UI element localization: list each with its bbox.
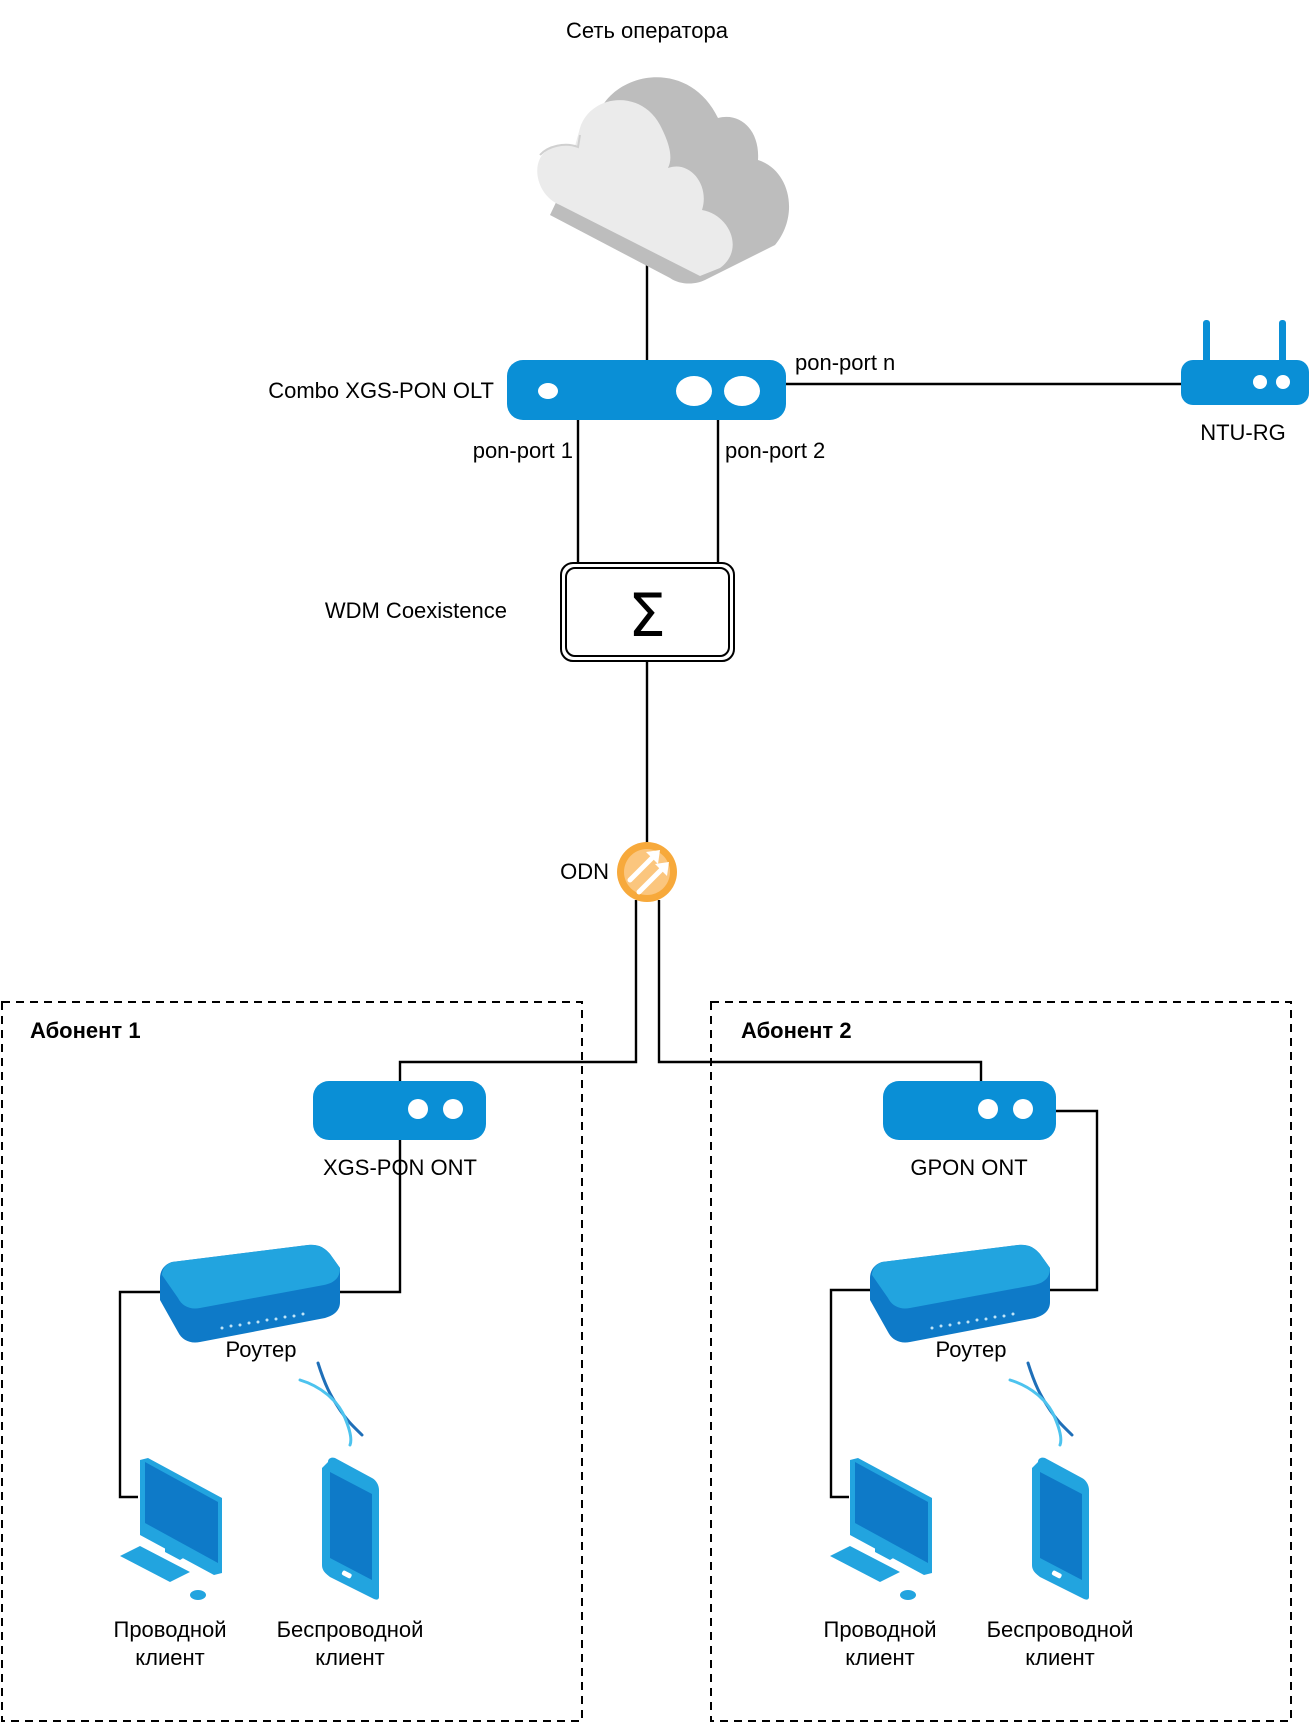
pon-port-n-label: pon-port n <box>795 350 895 375</box>
cloud-icon <box>537 77 790 284</box>
smartphone-icon[interactable] <box>322 1457 379 1600</box>
wdm-label: WDM Coexistence <box>325 598 507 623</box>
olt-port-led <box>538 383 558 399</box>
wired-client-2-label-line1: Проводной <box>824 1617 937 1642</box>
wifi-signal-icon <box>298 1361 364 1447</box>
ont-2-label: GPON ONT <box>910 1155 1027 1180</box>
olt-pon-port-1 <box>724 376 760 406</box>
olt-label: Combo XGS-PON OLT <box>268 378 494 403</box>
splitter-icon[interactable] <box>617 842 677 902</box>
subscriber-2-title: Абонент 2 <box>741 1018 852 1043</box>
wireless-client-2-label-line2: клиент <box>1025 1645 1094 1670</box>
ntu-rg-label: NTU-RG <box>1200 420 1286 445</box>
wire-ont1-router1 <box>338 1140 402 1294</box>
wire-router1-pc1 <box>118 1290 165 1499</box>
olt-pon-port-2 <box>676 376 712 406</box>
antenna-left <box>1203 320 1210 368</box>
antenna-right <box>1279 320 1286 368</box>
wireless-client-1-label-line1: Беспроводной <box>277 1617 424 1642</box>
subscriber-1-title: Абонент 1 <box>30 1018 141 1043</box>
router-antenna-icon[interactable] <box>1181 320 1309 405</box>
wired-client-1-label-line1: Проводной <box>114 1617 227 1642</box>
pon-port-1-label: pon-port 1 <box>473 438 573 463</box>
subscriber-1-boundary <box>1 1001 583 1722</box>
pon-port-2-label: pon-port 2 <box>725 438 825 463</box>
wireless-client-1-label-line2: клиент <box>315 1645 384 1670</box>
wire-router2-pc2 <box>829 1288 871 1499</box>
olt-device-icon[interactable] <box>507 360 786 420</box>
ont-icon[interactable] <box>883 1081 1056 1140</box>
wired-client-2-label-line2: клиент <box>845 1645 914 1670</box>
wire-odn-ont2 <box>657 900 983 1082</box>
operator-network-label: Сеть оператора <box>566 18 729 43</box>
wired-client-1-label-line2: клиент <box>135 1645 204 1670</box>
subscriber-2-group: Абонент 2 GPON ONT Роутер <box>710 1001 1292 1722</box>
sum-icon: Σ <box>628 581 666 651</box>
smartphone-icon[interactable] <box>1032 1457 1089 1600</box>
wdm-box[interactable]: Σ <box>560 562 735 662</box>
router-1-label: Роутер <box>226 1337 297 1362</box>
connections <box>118 248 1182 1499</box>
router-icon[interactable] <box>160 1244 340 1343</box>
subscriber-2-boundary <box>710 1001 1292 1722</box>
ont-1-label: XGS-PON ONT <box>323 1155 477 1180</box>
desktop-computer-icon[interactable] <box>830 1458 932 1600</box>
wire-odn-ont1 <box>398 900 638 1082</box>
router-2-label: Роутер <box>936 1337 1007 1362</box>
odn-label: ODN <box>560 859 609 884</box>
wireless-client-2-label-line1: Беспроводной <box>987 1617 1134 1642</box>
desktop-computer-icon[interactable] <box>120 1458 222 1600</box>
router-icon[interactable] <box>870 1244 1050 1343</box>
ont-icon[interactable] <box>313 1081 486 1140</box>
subscriber-1-group: Абонент 1 XGS-PON ONT Роутер <box>1 1001 583 1722</box>
wire-ont2-router2 <box>1050 1109 1099 1292</box>
wifi-signal-icon <box>1008 1361 1074 1447</box>
